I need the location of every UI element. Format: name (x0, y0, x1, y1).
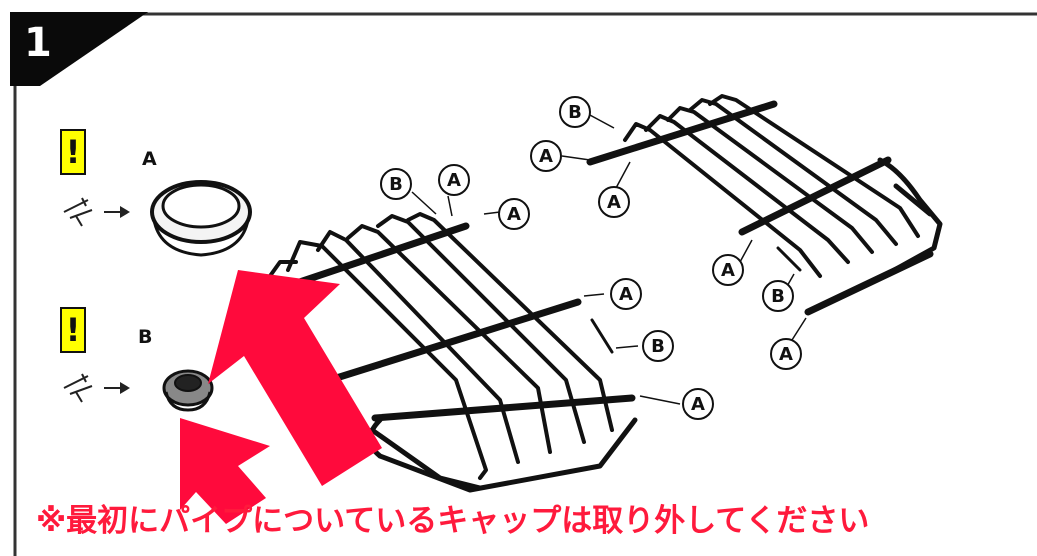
cap-b-icon (162, 369, 214, 412)
instruction-note: ※最初にパイプについているキャップは取り外してください (36, 503, 870, 539)
callout-a: A (438, 164, 470, 196)
svg-text:A: A (779, 344, 793, 365)
callout-a: A (610, 278, 642, 310)
warning-box-a (60, 129, 86, 175)
frame (13, 12, 1037, 556)
svg-text:A: A (507, 204, 521, 225)
callout-a: A (712, 254, 744, 286)
svg-text:B: B (651, 336, 665, 357)
svg-text:B: B (771, 286, 785, 307)
step-badge (10, 12, 148, 86)
pliers-icon (63, 197, 93, 403)
warning-sign-b: ! (65, 311, 81, 349)
right-arrow-icon (104, 206, 130, 394)
callout-b: B (642, 330, 674, 362)
svg-text:A: A (721, 260, 735, 281)
red-arrow-icon (208, 270, 382, 486)
red-arrow-icon (180, 418, 270, 524)
warning-sign-a: ! (65, 133, 81, 171)
svg-text:A: A (691, 394, 705, 415)
warning-box-b (60, 307, 86, 353)
cap-a-icon (150, 180, 252, 257)
svg-text:B: B (568, 102, 582, 123)
svg-text:B: B (389, 174, 403, 195)
callout-b: B (380, 168, 412, 200)
callout-a: A (530, 140, 562, 172)
svg-text:A: A (539, 146, 553, 167)
part-label-b: B (138, 326, 153, 348)
svg-text:A: A (447, 170, 461, 191)
part-label-a: A (142, 148, 157, 170)
svg-text:A: A (607, 192, 621, 213)
rack-right (586, 94, 943, 316)
step-number: 1 (24, 20, 52, 66)
callout-a: A (498, 198, 530, 230)
callout-b: B (559, 96, 591, 128)
callout-a: A (682, 388, 714, 420)
callout-a: A (598, 186, 630, 218)
callout-a: A (770, 338, 802, 370)
callout-leaders (411, 113, 807, 405)
callout-b: B (762, 280, 794, 312)
svg-text:A: A (619, 284, 633, 305)
